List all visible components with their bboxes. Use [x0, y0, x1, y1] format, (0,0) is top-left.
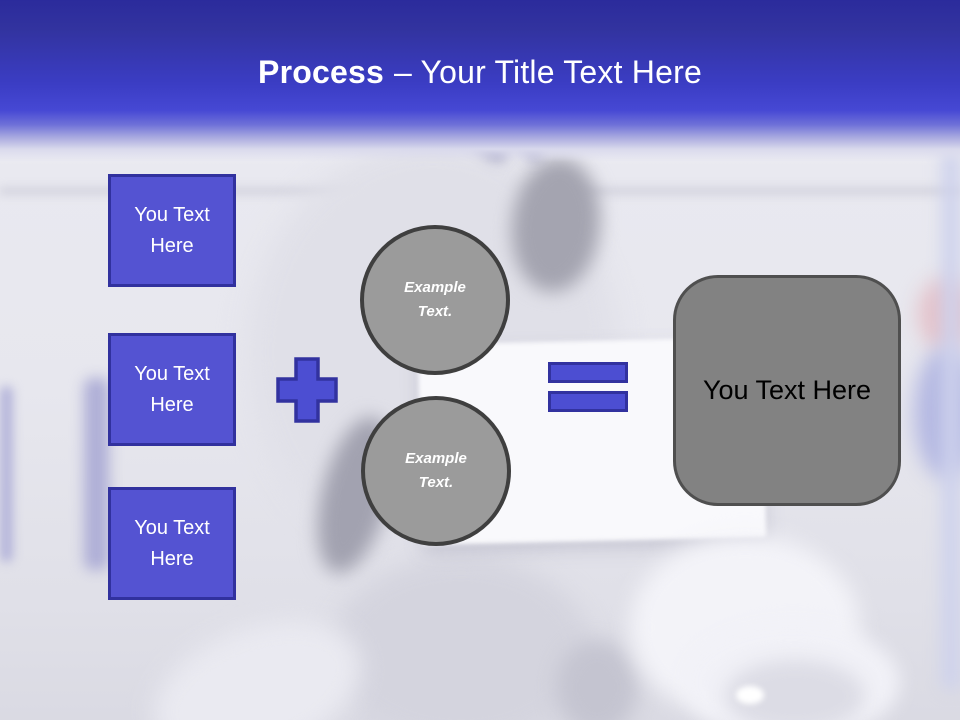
text-placeholder-1-label: You Text Here	[134, 203, 210, 257]
equals-icon	[548, 362, 628, 412]
text-placeholder-3[interactable]: You Text Here	[108, 487, 236, 600]
title-keyword: Process	[258, 54, 384, 90]
example-circle-1[interactable]: Example Text.	[360, 225, 510, 375]
title-subtitle: – Your Title Text Here	[393, 54, 702, 90]
example-circle-1-label: Example Text.	[404, 279, 466, 320]
result-label: You Text Here	[702, 375, 872, 405]
example-circle-2-label: Example Text.	[405, 450, 467, 491]
text-placeholder-1[interactable]: You Text Here	[108, 174, 236, 287]
result-placeholder[interactable]: You Text Here	[673, 275, 901, 506]
equals-top-bar	[548, 362, 628, 383]
slide-title: Process– Your Title Text Here	[0, 0, 960, 91]
equals-bottom-bar	[548, 391, 628, 412]
plus-icon	[276, 357, 338, 423]
text-placeholder-2[interactable]: You Text Here	[108, 333, 236, 446]
example-circle-2[interactable]: Example Text.	[361, 396, 511, 546]
text-placeholder-3-label: You Text Here	[134, 516, 210, 570]
text-placeholder-2-label: You Text Here	[134, 362, 210, 416]
title-bar: Process– Your Title Text Here	[0, 0, 960, 162]
